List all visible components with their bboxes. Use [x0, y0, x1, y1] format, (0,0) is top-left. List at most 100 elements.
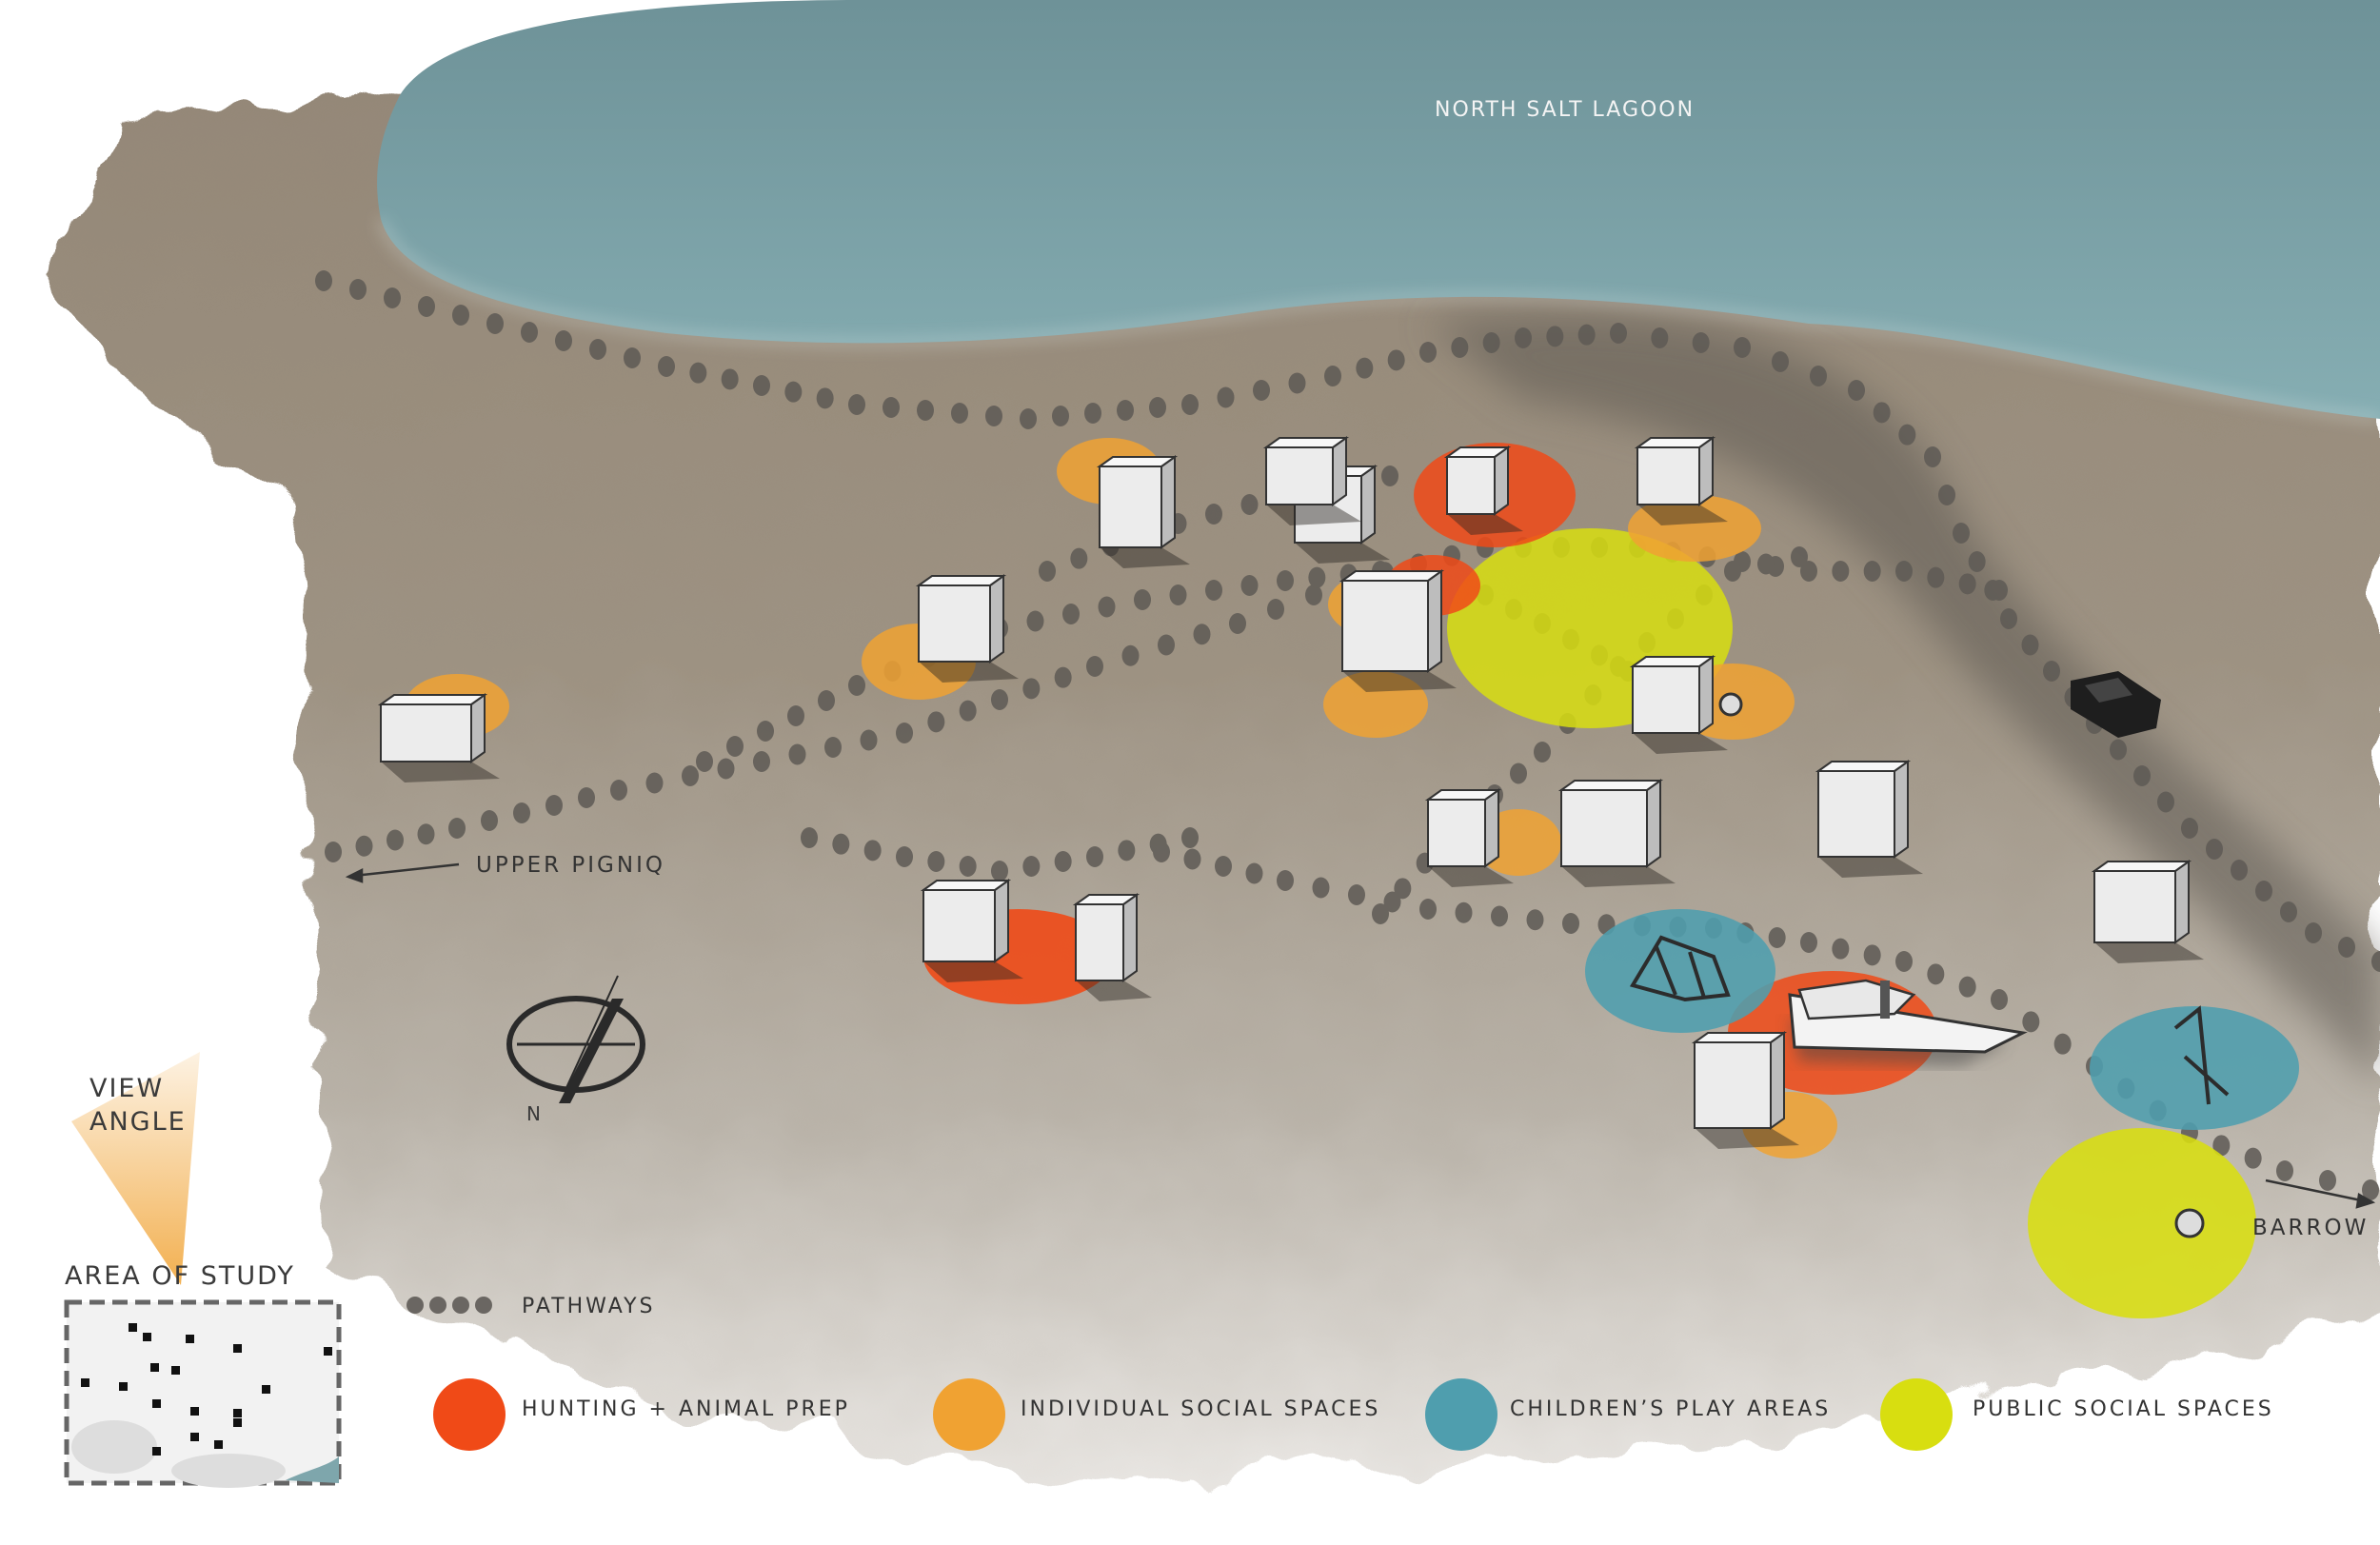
- path-dot: [1810, 366, 1827, 386]
- path-dot: [1169, 584, 1187, 605]
- path-dot: [1253, 380, 1270, 401]
- path-dot: [1117, 400, 1134, 421]
- inset-building-dot: [152, 1447, 161, 1456]
- path-dot: [1205, 580, 1222, 601]
- inset-building-dot: [129, 1323, 137, 1332]
- building: [1339, 569, 1457, 692]
- inset-building-dot: [324, 1347, 332, 1356]
- path-dot: [1991, 580, 2008, 601]
- path-dot: [1312, 877, 1330, 899]
- path-dot: [959, 856, 977, 877]
- path-dot: [816, 387, 834, 409]
- legend-children-label: CHILDREN’S PLAY AREAS: [1510, 1397, 1832, 1421]
- inset-building-dot: [81, 1378, 89, 1387]
- path-dot: [1419, 899, 1437, 920]
- path-dot: [1086, 846, 1103, 867]
- path-dot: [1768, 927, 1786, 948]
- path-dot: [753, 751, 770, 772]
- path-dot: [2305, 922, 2322, 943]
- path-dot: [824, 737, 842, 758]
- path-dot: [2157, 791, 2174, 813]
- path-dot: [682, 765, 699, 786]
- path-dot: [1121, 644, 1140, 666]
- path-dot: [1873, 402, 1891, 424]
- path-dot: [349, 279, 367, 300]
- building: [1424, 788, 1514, 887]
- path-dot: [2043, 661, 2060, 682]
- path-dot: [2319, 1170, 2336, 1191]
- path-dot: [757, 721, 774, 742]
- path-dot: [2181, 818, 2198, 839]
- path-dot: [1651, 327, 1669, 348]
- path-dot: [2362, 1179, 2379, 1200]
- path-dot: [753, 375, 770, 396]
- path-dot: [384, 287, 401, 308]
- path-dot: [452, 305, 469, 326]
- path-dot: [2255, 881, 2272, 901]
- children-play-zone: [1585, 909, 1775, 1033]
- building: [2091, 860, 2204, 963]
- path-dot: [1577, 324, 1596, 346]
- path-dot: [2133, 765, 2151, 786]
- building: [1634, 436, 1728, 525]
- path-dot: [1898, 424, 1916, 446]
- path-dot: [1277, 570, 1294, 591]
- path-dot: [717, 758, 735, 780]
- path-dot: [1692, 332, 1710, 353]
- path-dot: [1348, 884, 1365, 905]
- path-dot: [818, 690, 835, 711]
- path-dot: [2000, 608, 2017, 629]
- building: [1815, 760, 1923, 878]
- path-dot: [1958, 573, 1976, 595]
- path-dot: [1895, 561, 1913, 582]
- truck: [2071, 671, 2161, 738]
- path-dot: [1022, 856, 1041, 877]
- building: [1096, 455, 1190, 568]
- path-dot: [2338, 937, 2355, 958]
- path-dot: [1394, 878, 1412, 900]
- area-of-study-label: AREA OF STUDY: [65, 1261, 295, 1291]
- legend-public-swatch: [1880, 1378, 1953, 1451]
- path-dot: [1800, 932, 1817, 953]
- path-dot: [2371, 951, 2380, 972]
- inset-building-dot: [233, 1344, 242, 1353]
- path-dot: [1526, 909, 1544, 931]
- path-dot: [2053, 1033, 2072, 1055]
- path-dot: [2110, 739, 2127, 761]
- path-dot: [1205, 504, 1222, 525]
- inset-building-dot: [262, 1385, 270, 1394]
- lagoon-label: NORTH SALT LAGOON: [1435, 98, 1696, 122]
- path-dot: [1183, 848, 1201, 870]
- path-dot: [1924, 446, 1941, 467]
- path-dot: [1491, 905, 1508, 927]
- path-dot: [896, 846, 913, 867]
- legend-children-swatch: [1425, 1378, 1497, 1451]
- path-dot: [1356, 357, 1374, 379]
- path-dot: [917, 400, 934, 421]
- inset-building-dot: [119, 1382, 128, 1391]
- building: [1629, 655, 1728, 754]
- legend-pathways-icon: [407, 1297, 492, 1314]
- path-dot: [1229, 613, 1246, 634]
- path-dot: [1958, 976, 1976, 998]
- path-dot: [1455, 901, 1473, 923]
- inset-building-dot: [143, 1333, 151, 1341]
- building: [1557, 779, 1676, 887]
- path-dot: [896, 723, 913, 743]
- path-dot: [555, 330, 572, 351]
- path-dot: [860, 729, 878, 751]
- path-dot: [325, 842, 342, 862]
- path-dot: [696, 751, 713, 772]
- path-dot: [801, 827, 818, 848]
- view-angle-cone: [71, 1052, 200, 1285]
- path-dot: [448, 818, 466, 839]
- path-dot: [1515, 327, 1532, 348]
- path-dot: [658, 356, 675, 377]
- path-dot: [1562, 913, 1579, 934]
- boat: [1788, 979, 2028, 1066]
- path-dot: [1927, 963, 1945, 985]
- path-dot: [1451, 337, 1469, 358]
- path-dot: [991, 689, 1008, 710]
- building: [1443, 446, 1523, 535]
- fire-pit-icons: [1718, 692, 2205, 1238]
